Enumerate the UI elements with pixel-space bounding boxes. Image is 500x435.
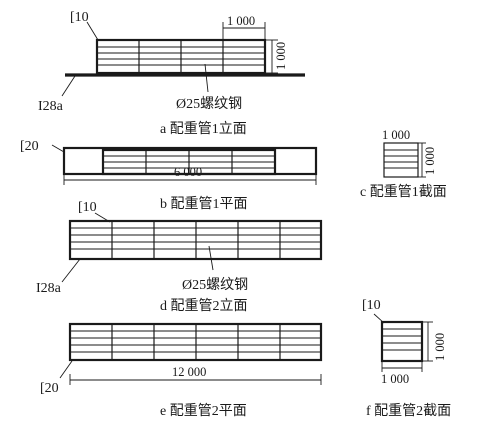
- rebar-leader-d: [208, 245, 214, 271]
- beam-leader-d: [61, 258, 81, 283]
- channel-label-a: [10: [70, 10, 89, 25]
- channel-label-f: [10: [362, 298, 381, 313]
- caption-b: b 配重管1平面: [160, 196, 248, 212]
- figure-d: [10 I28a Ø25螺纹钢 d 配重管2立面: [36, 200, 323, 314]
- channel-leader-a: [86, 21, 99, 41]
- dim-width-c: 1 000: [382, 128, 410, 142]
- channel-label-e: [20: [40, 381, 59, 396]
- section-f: [380, 320, 424, 363]
- beam-label-a: I28a: [38, 99, 64, 114]
- channel-leader-b: [51, 144, 65, 153]
- dim-length-e: 12 000: [172, 365, 206, 379]
- rebar-leader-a: [204, 63, 209, 93]
- caption-c: c 配重管1截面: [360, 184, 447, 200]
- dim-width-f: 1 000: [381, 372, 409, 386]
- channel-leader-d: [94, 212, 111, 223]
- caption-a: a 配重管1立面: [160, 121, 247, 137]
- channel-label-d: [10: [78, 200, 97, 215]
- dim-height-c: 1 000: [423, 147, 437, 175]
- figure-e: [20 12 000 e 配重管2平面: [40, 322, 323, 419]
- channel-label-b: [20: [20, 139, 39, 154]
- dim-height-f: 1 000: [433, 333, 447, 361]
- caption-f: f 配重管2截面: [366, 403, 451, 419]
- dim-length-b: 6 000: [174, 165, 202, 179]
- channel-leader-e: [59, 360, 73, 379]
- beam-label-d: I28a: [36, 281, 62, 296]
- channel-leader-f: [373, 313, 385, 324]
- rebar-label-d: Ø25螺纹钢: [182, 277, 248, 293]
- caption-d: d 配重管2立面: [160, 298, 248, 314]
- beam-leader-a: [61, 75, 76, 97]
- figure-f: [10 1 000 1 000 f 配重管2截面: [362, 298, 451, 419]
- rebar-label-a: Ø25螺纹钢: [176, 96, 242, 112]
- dim-width-a: 1 000: [227, 14, 255, 28]
- figure-a: [10 I28a Ø25螺纹钢 1 000 1 000 a 配重管1立面: [38, 10, 305, 137]
- section-c: [383, 142, 419, 178]
- dim-height-a: 1 000: [274, 42, 288, 70]
- figure-c: 1 000 1 000 c 配重管1截面: [360, 128, 447, 200]
- caption-e: e 配重管2平面: [160, 403, 247, 419]
- figure-b: [20 6 000 b 配重管1平面: [20, 139, 318, 212]
